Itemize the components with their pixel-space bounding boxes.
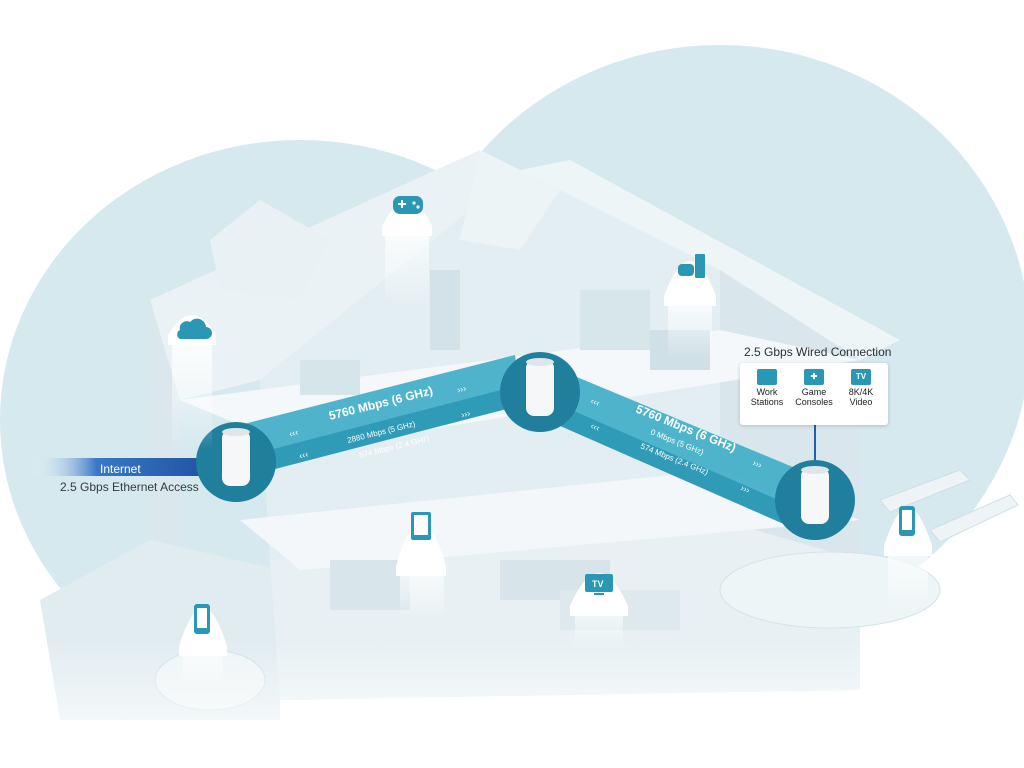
arrow-right-4: ››› bbox=[739, 483, 751, 496]
arrow-right-3: ››› bbox=[751, 458, 763, 471]
console-icon bbox=[664, 254, 716, 360]
device-label: 8K/4K Video bbox=[848, 387, 874, 407]
arrow-left-2: ‹‹‹ bbox=[298, 449, 309, 461]
wired-connection-title: 2.5 Gbps Wired Connection bbox=[744, 345, 892, 359]
tablet-icon bbox=[396, 512, 446, 620]
tv-icon-label: TV bbox=[592, 579, 604, 589]
device-label: Work Stations bbox=[750, 387, 784, 407]
tv-icon: TV bbox=[570, 573, 628, 650]
gamepad-icon bbox=[382, 196, 432, 310]
arrow-right-1: ››› bbox=[456, 383, 467, 395]
device-work-stations: Work Stations bbox=[744, 369, 790, 407]
wired-devices-card: Work Stations ✚ Game Consoles TV 8K/4K V… bbox=[740, 363, 888, 425]
device-label: Game Consoles bbox=[795, 387, 833, 407]
cloud-icon bbox=[168, 315, 216, 450]
device-game-consoles: ✚ Game Consoles bbox=[791, 369, 837, 407]
phone-icon bbox=[179, 604, 227, 690]
device-video: TV 8K/4K Video bbox=[838, 369, 884, 407]
ethernet-access-label: 2.5 Gbps Ethernet Access bbox=[60, 480, 199, 494]
phone-icon bbox=[884, 506, 932, 610]
mesh-node-right bbox=[775, 460, 855, 540]
arrow-left-3: ‹‹‹ bbox=[589, 396, 601, 409]
tv-icon: TV bbox=[851, 369, 871, 385]
mesh-node-middle bbox=[500, 352, 580, 432]
mesh-node-main bbox=[196, 422, 276, 502]
arrow-left-4: ‹‹‹ bbox=[589, 421, 601, 434]
internet-label: Internet bbox=[100, 462, 141, 476]
internet-cable bbox=[30, 458, 220, 476]
arrow-right-2: ››› bbox=[460, 408, 471, 420]
arrow-left-1: ‹‹‹ bbox=[288, 427, 299, 439]
monitor-icon bbox=[757, 369, 777, 385]
gamepad-icon: ✚ bbox=[804, 369, 824, 385]
